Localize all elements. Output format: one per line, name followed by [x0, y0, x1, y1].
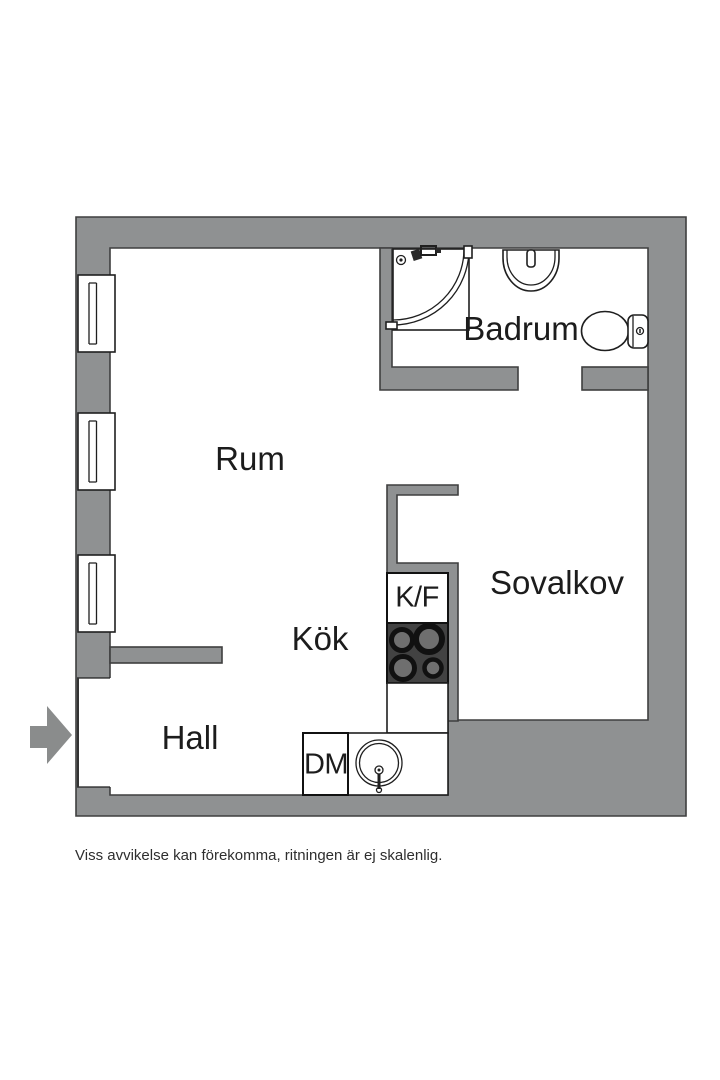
bathroom-wall-right [581, 366, 649, 391]
fridge-freezer-box [386, 572, 449, 624]
washbasin-icon [502, 249, 560, 292]
room-label-sovalkov: Sovalkov [490, 564, 624, 601]
disclaimer-text: Viss avvikelse kan förekomma, ritningen … [75, 847, 443, 864]
kitchen-fixtures [302, 572, 449, 796]
shower-icon [385, 245, 473, 331]
walls [75, 216, 687, 817]
shower-mixer-icon [410, 245, 441, 261]
room-label-hall: Hall [161, 719, 219, 756]
appliance-label-fridge-freezer: K/F [395, 581, 439, 614]
window-icon [77, 412, 116, 491]
bathroom-fixtures [385, 245, 649, 352]
kitchen-sink-icon [355, 739, 403, 794]
window-icon [77, 274, 116, 353]
window-icon [77, 554, 116, 633]
bathroom-wall [379, 247, 519, 391]
appliance-label-dishwasher: DM [303, 748, 349, 781]
kitchen-counter [386, 682, 449, 734]
room-label-badrum: Badrum [463, 310, 579, 347]
dishwasher-box [302, 732, 349, 796]
hall-partition-wall [109, 646, 223, 664]
room-label-rum: Rum [215, 440, 285, 477]
windows [77, 274, 116, 633]
entrance-arrow-icon [30, 706, 72, 764]
room-label-kok: Kök [291, 620, 349, 657]
stove-icon [386, 622, 449, 684]
toilet-icon [580, 310, 649, 352]
entrance-opening [77, 677, 112, 788]
